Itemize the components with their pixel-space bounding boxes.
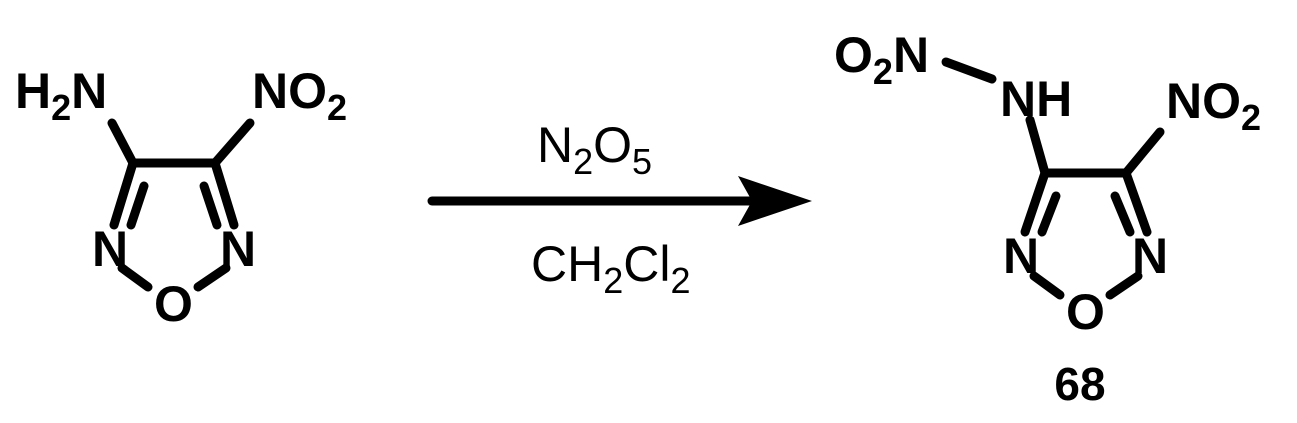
reaction-arrow: N2O5 CH2Cl2 (427, 117, 812, 301)
bond-c3-nh (1025, 115, 1050, 178)
product-molecule: O2N NH NO2 N N O 68 (834, 27, 1261, 410)
ring-nitrogen-left: N (92, 221, 128, 277)
bond-c4-n5 (210, 158, 239, 230)
bond-c3-nh2 (107, 118, 138, 168)
bond-c4-n5-inner (1110, 191, 1135, 237)
amino-group-label: H2N (15, 63, 107, 128)
nh-group-label: NH (1000, 71, 1072, 127)
ring-oxygen: O (154, 276, 193, 332)
solvent-label: CH2Cl2 (531, 236, 691, 301)
bond-c3-n2 (1020, 168, 1050, 237)
bond-n2-o1 (117, 263, 153, 292)
reactant-molecule: H2N NO2 N N O (15, 63, 347, 332)
bond-c4-no2 (210, 118, 255, 168)
nitro-group-label: NO2 (252, 63, 347, 128)
bond-c3-n2-inner (1037, 191, 1061, 237)
ring-nitrogen-right: N (1132, 228, 1168, 284)
ring-nitrogen-right: N (220, 221, 256, 277)
ring-nitrogen-left: N (1003, 228, 1039, 284)
bond-n-n (941, 57, 997, 84)
nitro-group-label: NO2 (1166, 73, 1261, 138)
bond-n5-o1 (193, 263, 231, 292)
reagent-label: N2O5 (537, 117, 652, 182)
ring-oxygen: O (1066, 284, 1105, 340)
bond-c3-n2-inner (126, 181, 149, 230)
arrow-head (738, 176, 812, 226)
bond-c4-n5 (1121, 168, 1152, 237)
bond-c4-no2 (1121, 127, 1165, 178)
nitro-on-nitrogen-label: O2N (834, 27, 929, 92)
compound-number: 68 (1054, 358, 1105, 410)
bond-c4-n5-inner (199, 181, 222, 230)
bond-c3-n2 (109, 158, 138, 230)
bond-n5-o1 (1105, 271, 1143, 300)
bond-n2-o1 (1029, 271, 1065, 300)
